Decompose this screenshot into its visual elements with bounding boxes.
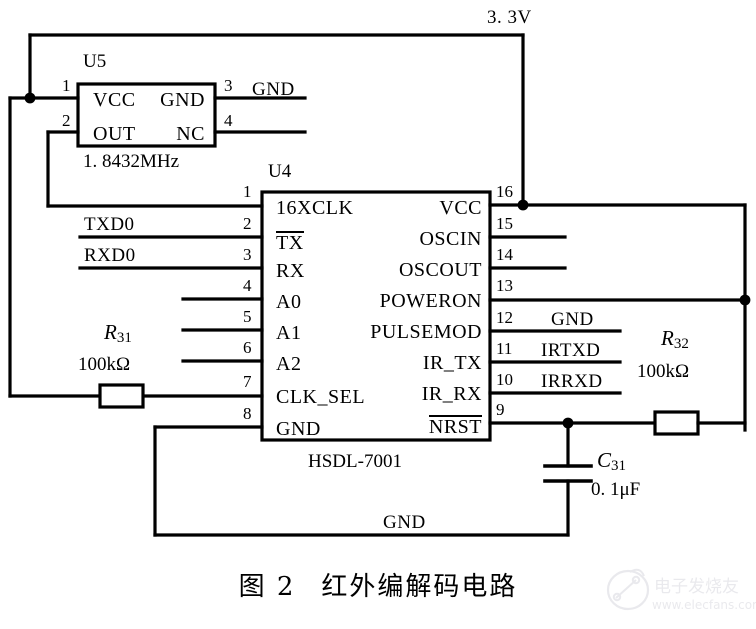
- u5-body: [76, 82, 217, 148]
- u4-pin-number-13: 13: [496, 276, 513, 295]
- net-label-supply: 3. 3V: [487, 7, 532, 28]
- u4-pin-number-14: 14: [496, 245, 513, 264]
- u4-pin-name-a1: A1: [276, 322, 302, 344]
- u4-pin-number-16: 16: [496, 182, 513, 201]
- net-label-gnd-u5: GND: [252, 79, 295, 100]
- u5-pin-number-2: 2: [62, 111, 71, 130]
- net-label-gnd-bottom: GND: [383, 512, 426, 533]
- r32-refdes: R32: [661, 326, 689, 352]
- c31-value: 0. 1μF: [591, 479, 641, 500]
- u5-value: 1. 8432MHz: [83, 151, 180, 172]
- u4-pin-number-11: 11: [496, 339, 513, 358]
- junction-pin13-rail: [739, 294, 751, 306]
- r32-value: 100kΩ: [637, 361, 690, 382]
- figure-caption-title: 红外编解码电路: [321, 572, 518, 602]
- u5-pin-number-4: 4: [224, 111, 233, 130]
- figure-caption: 图 2 红外编解码电路: [0, 566, 756, 603]
- u5-pin-name-vcc: VCC: [93, 89, 136, 111]
- u4-pin-number-4: 4: [243, 276, 252, 295]
- u4-pin-number-1: 1: [243, 182, 252, 201]
- u4-pin-name-tx: TX: [276, 231, 304, 254]
- u5-pin-name-gnd: GND: [160, 89, 205, 111]
- u5-pin-number-1: 1: [62, 76, 71, 95]
- u4-pin-number-8: 8: [243, 404, 252, 423]
- r32-body: [653, 410, 700, 436]
- c31-refdes: C31: [597, 448, 627, 474]
- u4-pin-number-3: 3: [243, 245, 252, 264]
- u4-pin-name-oscout: OSCOUT: [398, 259, 482, 281]
- u5-pin-name-out: OUT: [93, 123, 136, 145]
- u4-pin-name-clk-sel: CLK_SEL: [276, 386, 366, 408]
- net-label-rxd0: RXD0: [84, 245, 136, 266]
- r31-value: 100kΩ: [78, 354, 131, 375]
- u4-pin-name-a0: A0: [276, 291, 302, 313]
- u4-pin-name-pulsemod: PULSEMOD: [370, 321, 482, 343]
- junction-nrst-c31: [562, 417, 574, 429]
- junction-dots: [24, 92, 751, 429]
- u4-pin-number-12: 12: [496, 308, 513, 327]
- u4-pin-name-16xclk: 16XCLK: [276, 197, 354, 219]
- u4-pin-name-a2: A2: [276, 353, 302, 375]
- u5-refdes: U5: [83, 51, 107, 72]
- u4-pin-name-oscin: OSCIN: [419, 228, 482, 250]
- u4-pin-name-rx: RX: [276, 260, 305, 282]
- junction-pin16-supply: [517, 199, 529, 211]
- u4-body: [260, 190, 492, 442]
- net-label-irrxd: IRRXD: [541, 371, 603, 392]
- u4-pin-number-6: 6: [243, 338, 252, 357]
- figure-caption-number: 图 2: [238, 572, 296, 602]
- u4-pin-number-15: 15: [496, 214, 513, 233]
- r31-refdes: R31: [104, 320, 132, 346]
- u4-pin-number-5: 5: [243, 307, 252, 326]
- u5-pin-number-3: 3: [224, 76, 233, 95]
- net-label-irtxd: IRTXD: [541, 340, 601, 361]
- u4-pin-name-nrst: NRST: [428, 415, 482, 438]
- u4-refdes: U4: [268, 161, 292, 182]
- u4-pin-name-poweron: POWERON: [379, 290, 482, 312]
- u5-pin-name-nc: NC: [176, 123, 205, 145]
- u4-pin-number-2: 2: [243, 214, 252, 233]
- u4-pin-name-ir-tx: IR_TX: [422, 352, 482, 374]
- net-label-gnd-pin12: GND: [551, 309, 594, 330]
- junction-u5-vcc: [24, 92, 36, 104]
- u4-pin-number-10: 10: [496, 370, 513, 389]
- u4-pin-name-vcc: VCC: [439, 197, 482, 219]
- u4-pin-name-gnd: GND: [276, 418, 321, 440]
- u4-pin-number-9: 9: [496, 400, 505, 419]
- u4-pin-name-ir-rx: IR_RX: [421, 383, 482, 405]
- u4-pin-number-7: 7: [243, 372, 252, 391]
- u4-part-number: HSDL-7001: [308, 451, 402, 472]
- r31-body: [98, 383, 145, 409]
- net-label-txd0: TXD0: [84, 214, 135, 235]
